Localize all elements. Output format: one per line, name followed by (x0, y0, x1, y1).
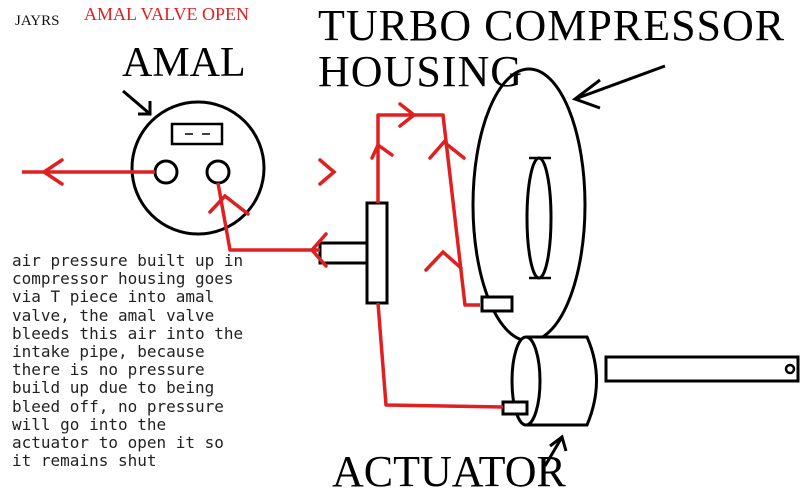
actuator-pointer-arrow (543, 434, 568, 467)
amal-pointer-arrow (122, 89, 152, 116)
amal-top-slot (170, 122, 224, 146)
flow-arrow-up (428, 139, 466, 160)
flow-arrow-left (309, 232, 328, 268)
status-title: AMAL VALVE OPEN (84, 4, 250, 24)
explanation-line: it remains shut (12, 451, 157, 471)
explanation-line: bleeds this air into the (12, 323, 244, 343)
explanation-line: bleed off, no pressure (12, 396, 224, 416)
explanation-line: air pressure built up in (12, 251, 244, 270)
actuator-can (526, 335, 598, 427)
amal-valve (130, 100, 266, 236)
actuator-port (501, 400, 529, 416)
amal-body-circle (130, 100, 266, 236)
explanation-line: intake pipe, because (12, 342, 205, 362)
explanation-line: valve, the amal valve (12, 305, 215, 325)
amal-label: AMAL (122, 40, 246, 86)
explanation-line: compressor housing goes (12, 269, 234, 289)
amal-feed-line (216, 182, 320, 252)
t-piece-body (365, 201, 389, 305)
turbo-label-line2: HOUSING (318, 47, 523, 96)
explanation-line: actuator to open it so (12, 433, 224, 453)
actuator-rod (604, 355, 800, 383)
flow-arrow-right (398, 102, 417, 128)
explanation-line: will go into the (12, 414, 167, 434)
flow-arrow-up (370, 142, 394, 160)
flow-arrow-up (424, 249, 463, 272)
housing-inner-opening (525, 156, 553, 280)
flow-arrow-up (208, 193, 250, 216)
explanation-line: via T piece into amal (12, 287, 215, 307)
flow-arrow-left (40, 158, 64, 186)
actuator-label: ACTUATOR (332, 447, 566, 496)
t-piece (318, 201, 389, 305)
air-flow-arrows (40, 102, 466, 272)
housing-to-tpiece-line (376, 113, 480, 307)
housing-pointer-arrow (571, 64, 666, 110)
explanation-text: air pressure built up in compressor hous… (12, 251, 302, 471)
flow-arrow-right (318, 158, 337, 186)
explanation-line: there is no pressure (12, 360, 205, 380)
tpiece-to-actuator-line (376, 302, 504, 409)
t-piece-branch (318, 241, 374, 265)
amal-outlet-port (153, 159, 179, 185)
author-label: JAYRS (15, 13, 60, 29)
housing-pressure-port (480, 295, 514, 313)
explanation-line: build up due to being (12, 378, 215, 398)
compressor-housing (471, 67, 587, 343)
amal-inlet-port (205, 159, 231, 185)
actuator (501, 335, 800, 427)
turbo-label-line1: TURBO COMPRESSOR (318, 1, 786, 50)
